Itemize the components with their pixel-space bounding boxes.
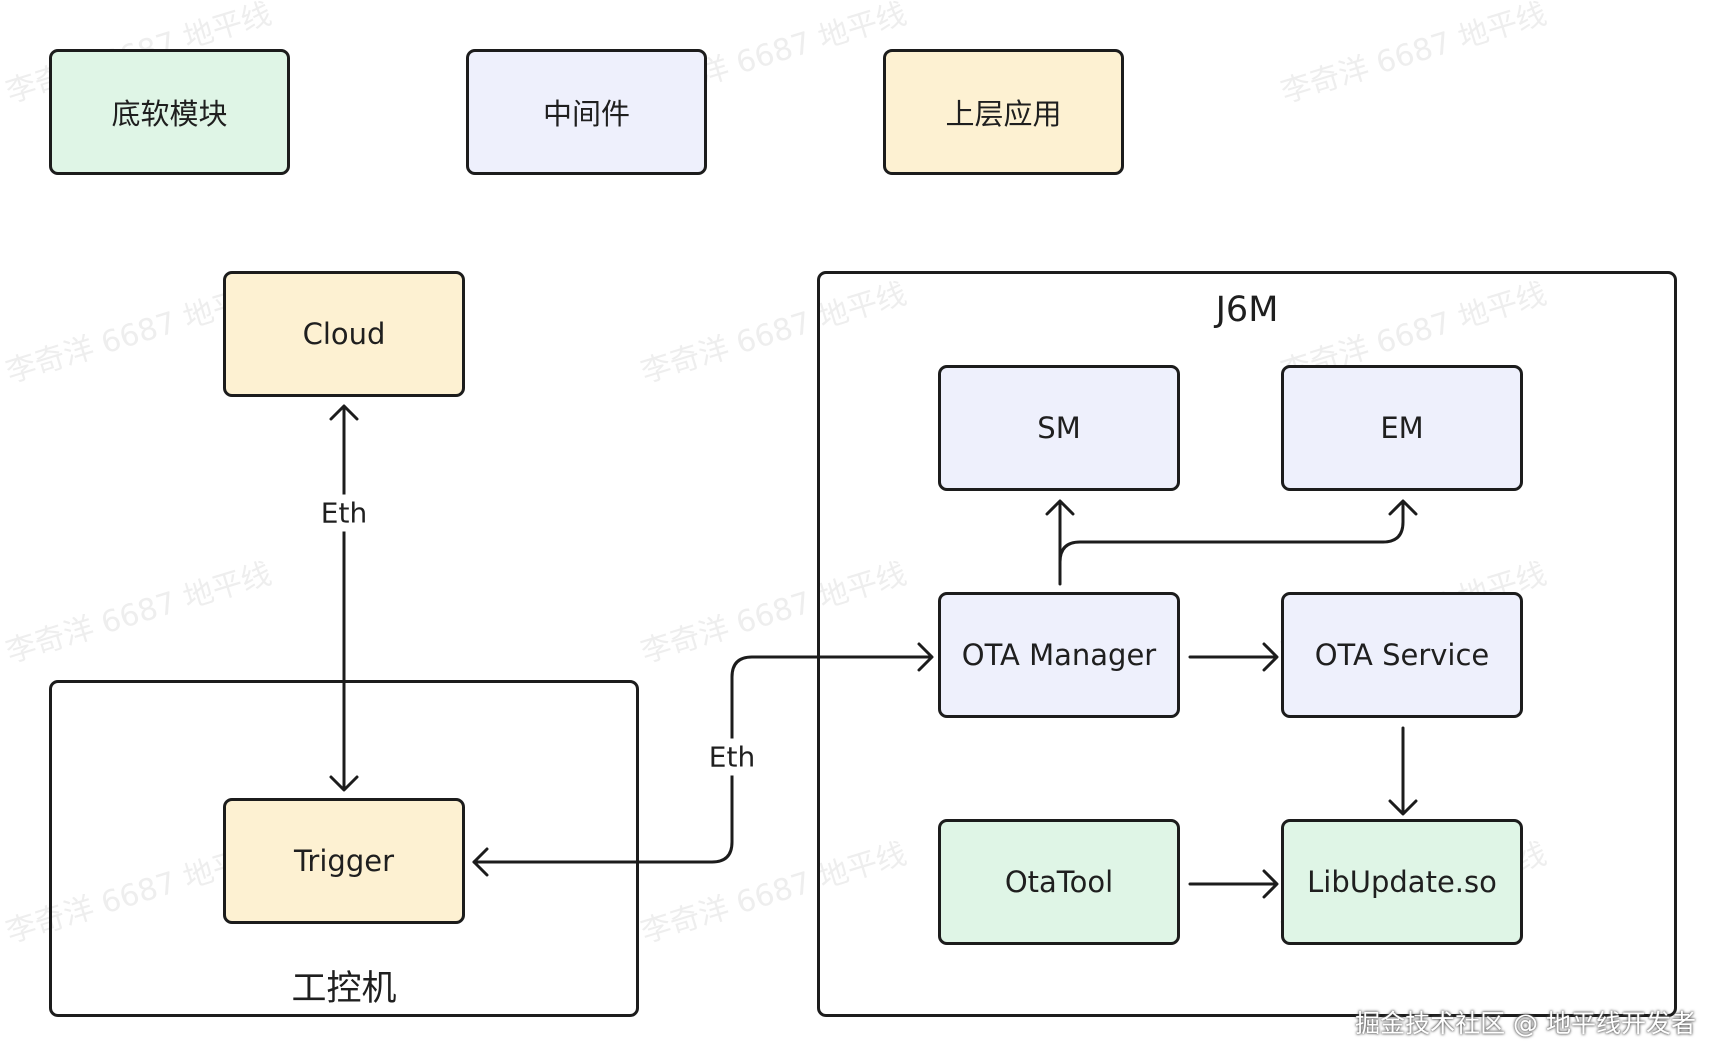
legend-middleware: 中间件	[466, 49, 707, 175]
industrial-pc-title: 工控机	[291, 969, 397, 1009]
arrowhead-to-ota-service	[1262, 642, 1279, 672]
legend-low-level-module: 底软模块	[49, 49, 290, 175]
arrowhead-to-em	[1388, 499, 1418, 516]
cloud-node: Cloud	[223, 271, 465, 397]
edge-label-cloud-trigger: Eth	[316, 494, 372, 532]
edge-label-trigger-ota: Eth	[704, 738, 760, 776]
sm-node: SM	[938, 365, 1180, 491]
libupdate-node: LibUpdate.so	[1281, 819, 1523, 945]
edge-trigger-ota-manager	[472, 655, 932, 864]
em-node: EM	[1281, 365, 1523, 491]
j6m-frame	[817, 271, 1677, 1017]
arrowhead-to-cloud	[329, 404, 359, 421]
ota-manager-node: OTA Manager	[938, 592, 1180, 718]
arrowhead-to-libupdate-top	[1388, 799, 1418, 816]
trigger-node: Trigger	[223, 798, 465, 924]
arrowhead-to-ota-manager	[917, 642, 934, 672]
otatool-node: OtaTool	[938, 819, 1180, 945]
edge-ota-manager-em	[1058, 500, 1405, 564]
arrowhead-to-trigger-left	[472, 847, 489, 877]
j6m-title: J6M	[1215, 290, 1279, 330]
ota-service-node: OTA Service	[1281, 592, 1523, 718]
footer-attribution: 掘金技术社区 @ 地平线开发者	[1355, 1009, 1696, 1038]
arrowhead-to-trigger	[329, 775, 359, 792]
arrowhead-to-sm	[1045, 499, 1075, 516]
arrowhead-to-libupdate-left	[1262, 869, 1279, 899]
legend-upper-application: 上层应用	[883, 49, 1124, 175]
